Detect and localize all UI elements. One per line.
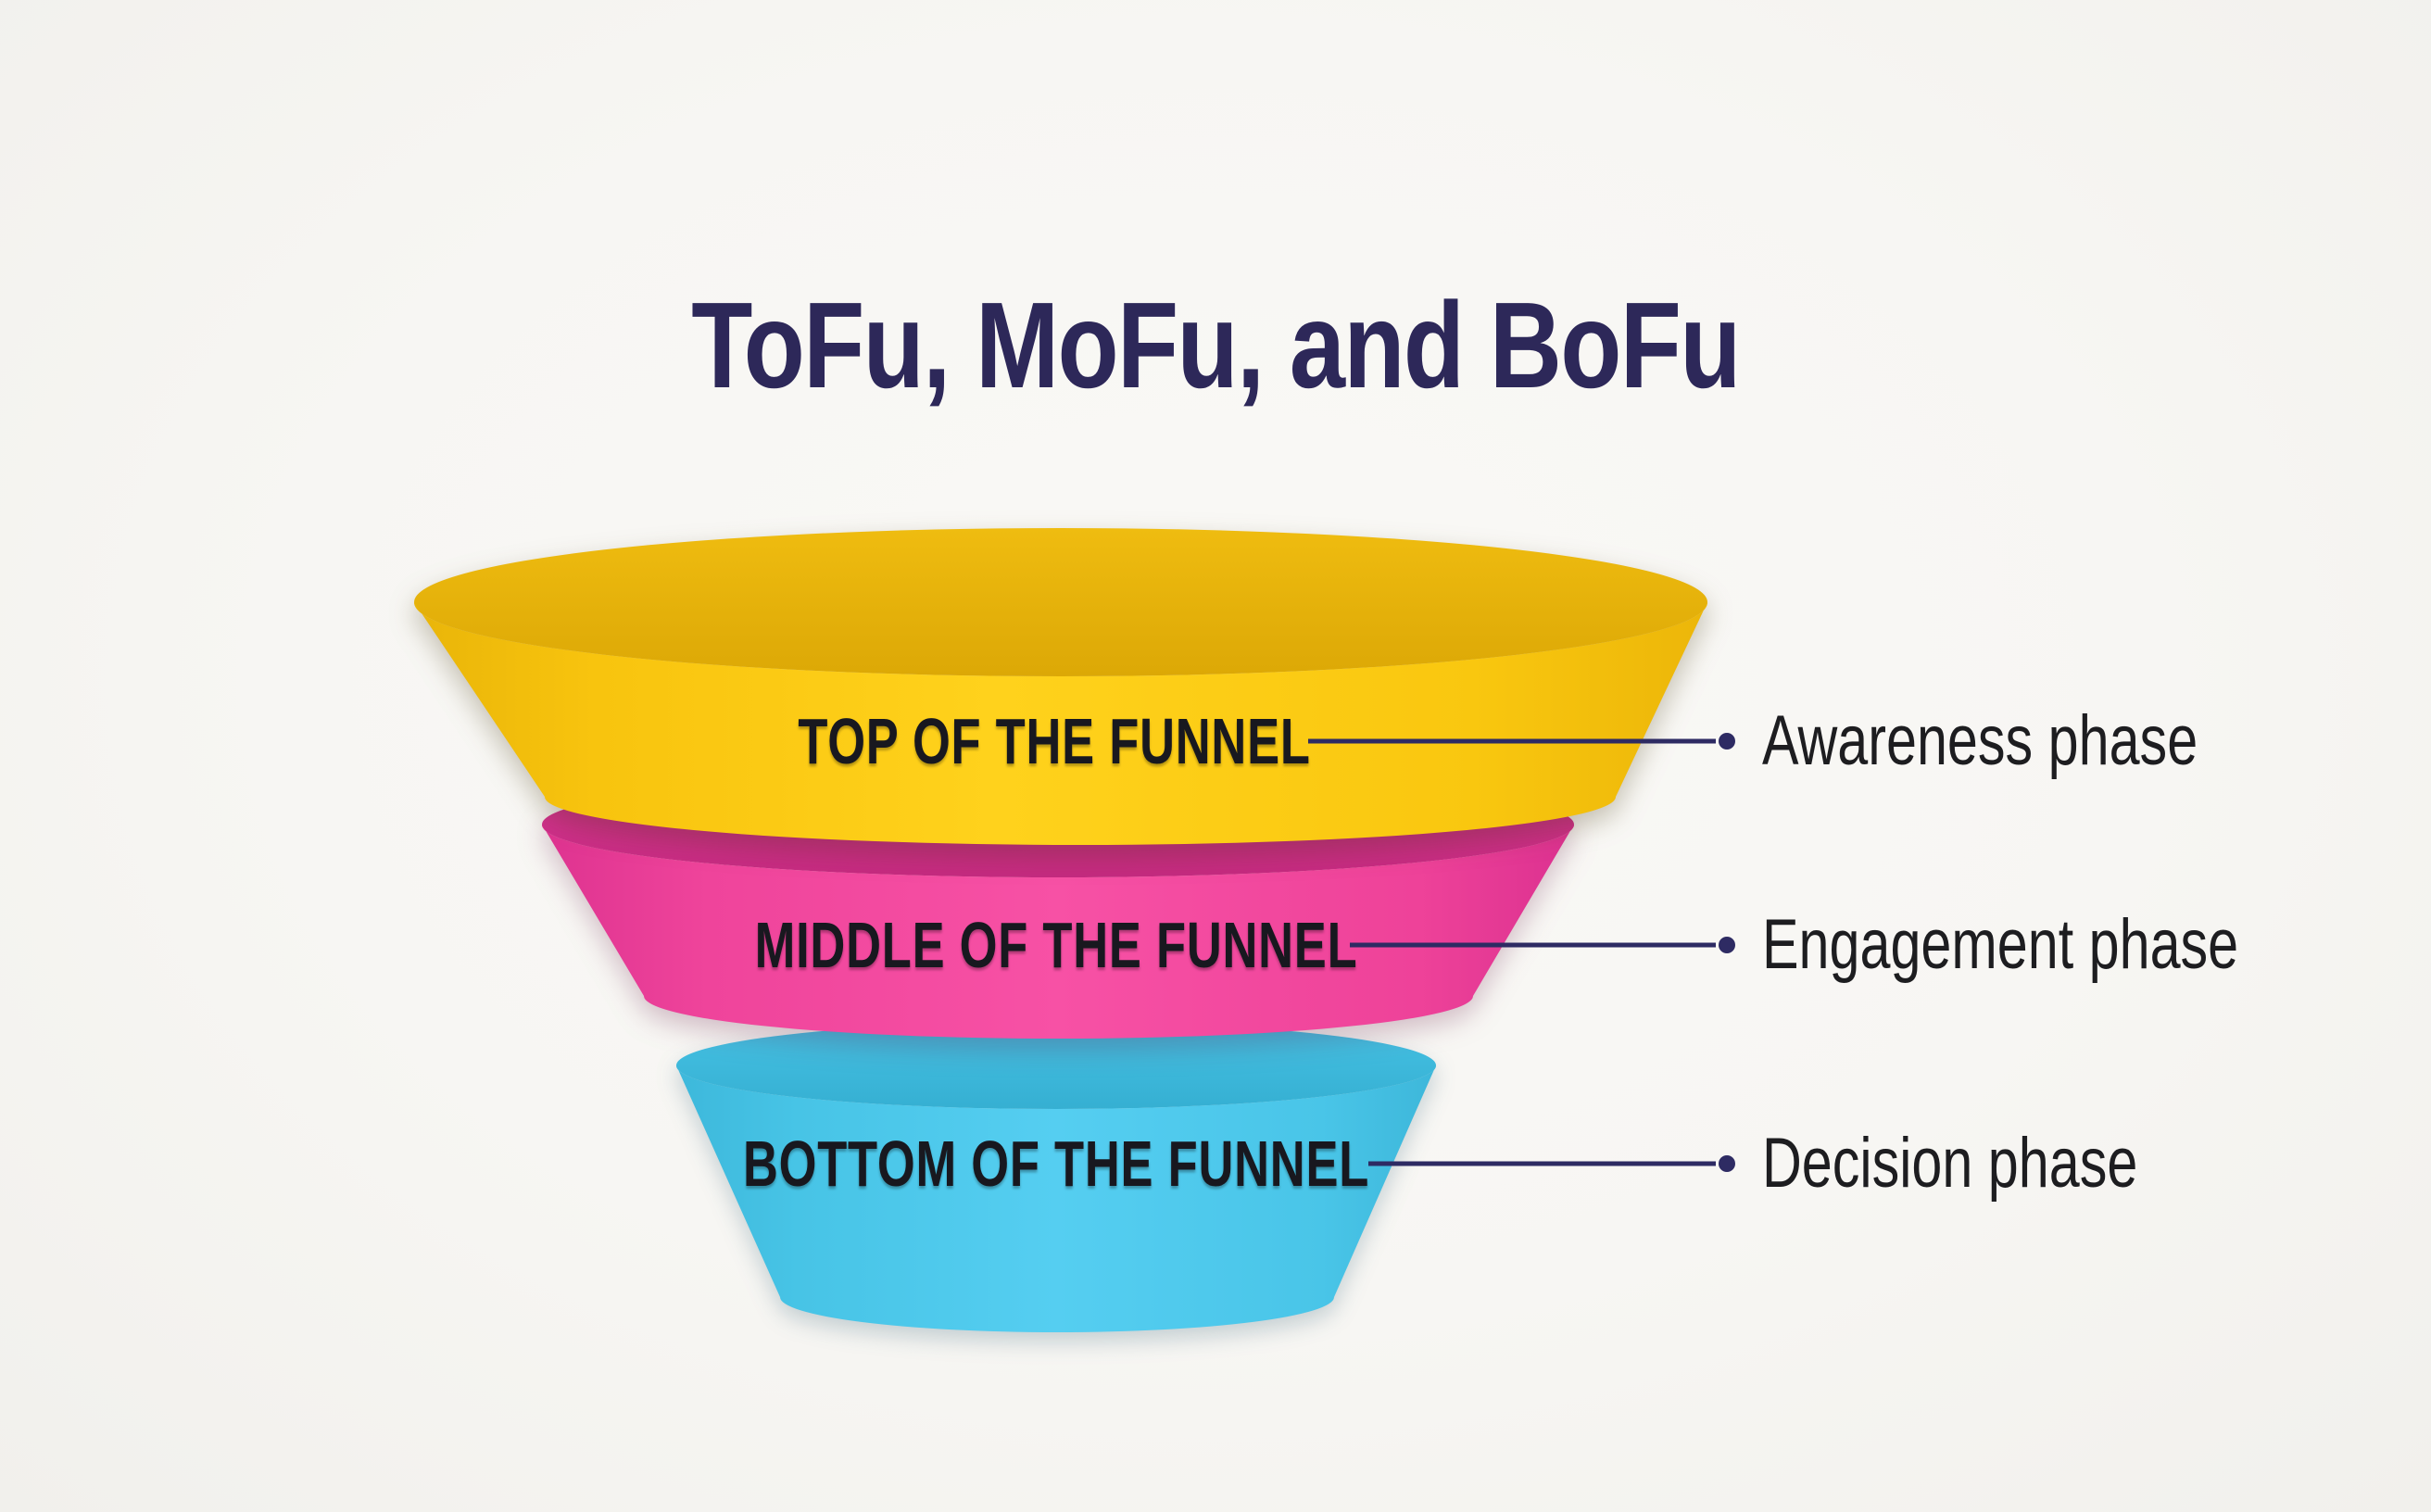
leader-dot-bofu [1719, 1155, 1735, 1172]
funnel-stage-tofu [414, 528, 1707, 845]
tofu-rim [414, 528, 1707, 676]
page-title: ToFu, MoFu, and BoFu [691, 277, 1741, 413]
funnel-stage-bofu [676, 1022, 1436, 1332]
stage-label-mofu: MIDDLE OF THE FUNNEL [754, 909, 1358, 981]
leader-dot-mofu [1719, 937, 1735, 953]
phase-label-decision: Decision phase [1762, 1124, 2138, 1203]
bofu-body [676, 1065, 1436, 1332]
tofu-body [414, 602, 1707, 845]
leader-dot-tofu [1719, 733, 1735, 750]
phase-label-engagement: Engagement phase [1762, 905, 2239, 984]
leader-lines [1308, 733, 1735, 1172]
stage-label-tofu: TOP OF THE FUNNEL [798, 705, 1311, 777]
mofu-body [542, 825, 1574, 1040]
bofu-rim [676, 1022, 1436, 1109]
stage-label-bofu: BOTTOM OF THE FUNNEL [742, 1128, 1370, 1200]
phase-label-awareness: Awareness phase [1762, 701, 2198, 780]
